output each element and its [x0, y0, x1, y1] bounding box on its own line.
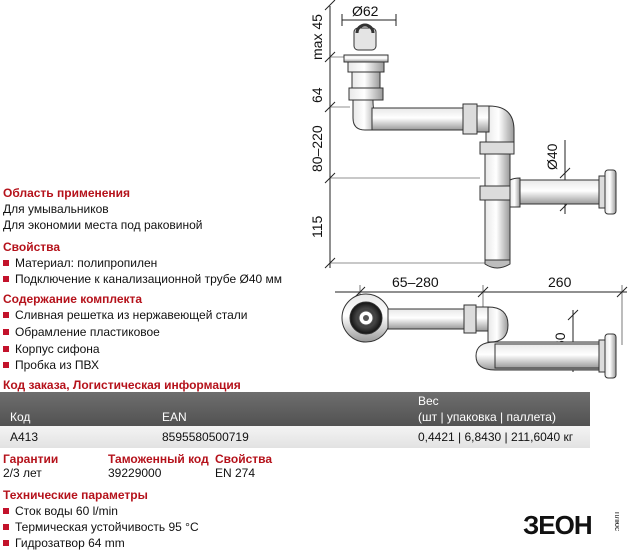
application-line-2: Для экономии места под раковиной — [3, 218, 203, 232]
section-title-technical: Технические параметры — [3, 488, 148, 502]
zeon-logo: ЗЕОН плюс — [523, 510, 619, 540]
customs-value: 39229000 — [108, 466, 162, 480]
technical-item: Гидрозатвор 64 mm — [3, 536, 125, 550]
kit-item: Обрамление пластиковое — [3, 325, 160, 339]
dim-label-65-280: 65–280 — [392, 274, 439, 290]
property-item: Подключение к канализационной трубе Ø40 … — [3, 272, 282, 286]
section-title-order: Код заказа, Логистическая информация — [3, 378, 241, 392]
header-code: Код — [10, 410, 31, 424]
cell-ean: 8595580500719 — [162, 430, 249, 444]
dim-label-max45: max 45 — [309, 14, 325, 60]
header-weight: Вес — [418, 394, 439, 408]
siphon-elevation — [343, 23, 617, 269]
property-item: Материал: полипропилен — [3, 256, 157, 270]
cell-code: A413 — [10, 430, 39, 444]
section-title-kit: Содержание комплекта — [3, 292, 143, 306]
dim-label-d62: Ø62 — [352, 3, 379, 19]
dim-label-115: 115 — [309, 215, 325, 238]
customs-title: Таможенный код — [108, 452, 209, 466]
order-table-header: Код EAN Вес (шт | упаковка | паллета) — [0, 392, 590, 426]
dim-label-80-220: 80–220 — [309, 125, 325, 172]
section-title-application: Область применения — [3, 186, 131, 200]
header-ean: EAN — [162, 410, 187, 424]
svg-text:плюс: плюс — [613, 512, 619, 531]
cell-weight: 0,4421 | 6,8430 | 211,6040 кг — [418, 430, 574, 444]
technical-item: Термическая устойчивость 95 °C — [3, 520, 199, 534]
application-line-1: Для умывальников — [3, 202, 109, 216]
dim-label-260: 260 — [548, 274, 572, 290]
order-table-row: A413 8595580500719 0,4421 | 6,8430 | 211… — [0, 426, 590, 448]
warranty-value: 2/3 лет — [3, 466, 42, 480]
dim-label-64: 64 — [309, 87, 325, 103]
dim-label-d40: Ø40 — [544, 143, 560, 170]
kit-item: Корпус сифона — [3, 342, 100, 356]
siphon-plan — [341, 293, 617, 379]
kit-item: Сливная решетка из нержавеющей стали — [3, 308, 247, 322]
technical-item: Сток воды 60 l/min — [3, 504, 118, 518]
warranty-title: Гарантии — [3, 452, 59, 466]
kit-item: Пробка из ПВХ — [3, 358, 99, 372]
standard-title: Свойства — [215, 452, 273, 466]
section-title-properties: Свойства — [3, 240, 61, 254]
header-weight-sub: (шт | упаковка | паллета) — [418, 410, 556, 424]
standard-value: EN 274 — [215, 466, 256, 480]
svg-text:ЗЕОН: ЗЕОН — [523, 510, 592, 540]
